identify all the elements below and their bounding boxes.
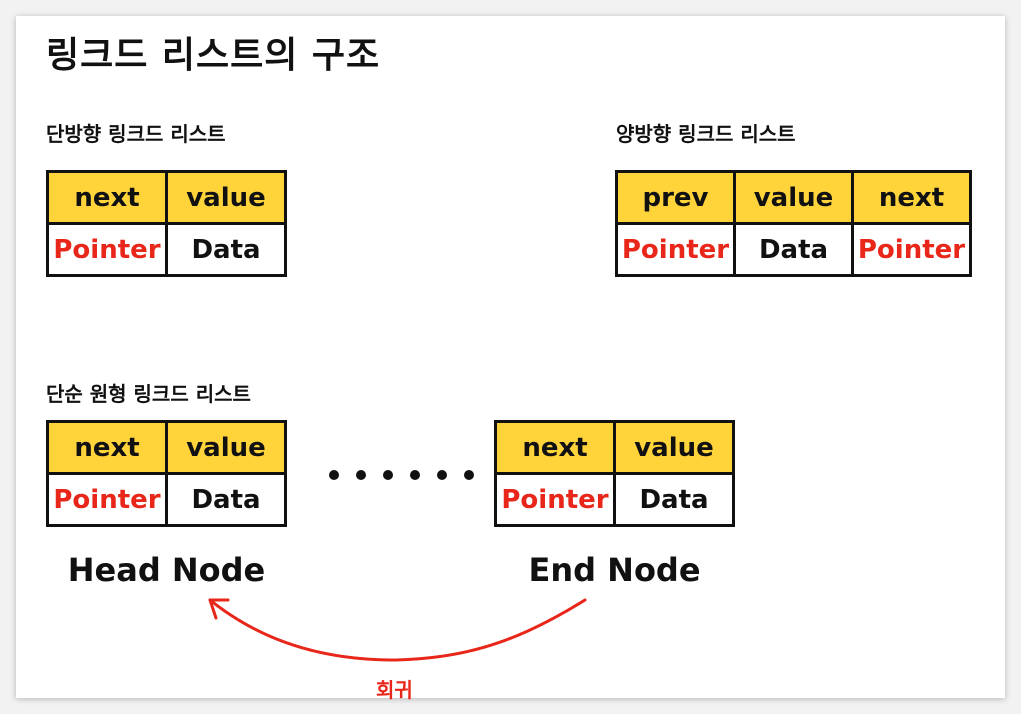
end-data-cell: Data	[616, 475, 732, 524]
singly-node: next value Pointer Data	[46, 170, 287, 277]
head-node-caption: Head Node	[67, 551, 266, 589]
ellipsis-dot	[329, 470, 339, 480]
head-value-header: value	[168, 423, 284, 472]
doubly-data-cell: Data	[736, 225, 851, 274]
return-arrow-head	[208, 598, 230, 620]
singly-next-header: next	[49, 173, 165, 222]
singly-data-cell: Data	[168, 225, 284, 274]
ellipsis-dot	[356, 470, 366, 480]
doubly-label: 양방향 링크드 리스트	[616, 122, 796, 146]
head-pointer-cell: Pointer	[49, 475, 165, 524]
singly-label: 단방향 링크드 리스트	[46, 122, 226, 146]
page-title: 링크드 리스트의 구조	[46, 35, 381, 76]
doubly-prev-pointer-cell: Pointer	[618, 225, 733, 274]
doubly-prev-header: prev	[618, 173, 733, 222]
ellipsis-dot	[437, 470, 447, 480]
end-node-caption: End Node	[528, 551, 701, 589]
singly-value-header: value	[168, 173, 284, 222]
head-data-cell: Data	[168, 475, 284, 524]
end-pointer-cell: Pointer	[497, 475, 613, 524]
doubly-value-header: value	[736, 173, 851, 222]
head-next-header: next	[49, 423, 165, 472]
circular-label: 단순 원형 링크드 리스트	[46, 382, 251, 406]
singly-pointer-cell: Pointer	[49, 225, 165, 274]
return-arrow-curve	[208, 598, 587, 662]
doubly-next-pointer-cell: Pointer	[854, 225, 969, 274]
head-node: next value Pointer Data	[46, 420, 287, 527]
end-value-header: value	[616, 423, 732, 472]
doubly-next-header: next	[854, 173, 969, 222]
ellipsis-dot	[410, 470, 420, 480]
return-label: 회귀	[376, 678, 413, 702]
ellipsis-dots: ......	[329, 470, 474, 480]
ellipsis-dot	[383, 470, 393, 480]
end-node: next value Pointer Data	[494, 420, 735, 527]
ellipsis-dot	[464, 470, 474, 480]
doubly-node: prev value next Pointer Data Pointer	[615, 170, 972, 277]
diagram-card	[16, 16, 1005, 698]
end-next-header: next	[497, 423, 613, 472]
